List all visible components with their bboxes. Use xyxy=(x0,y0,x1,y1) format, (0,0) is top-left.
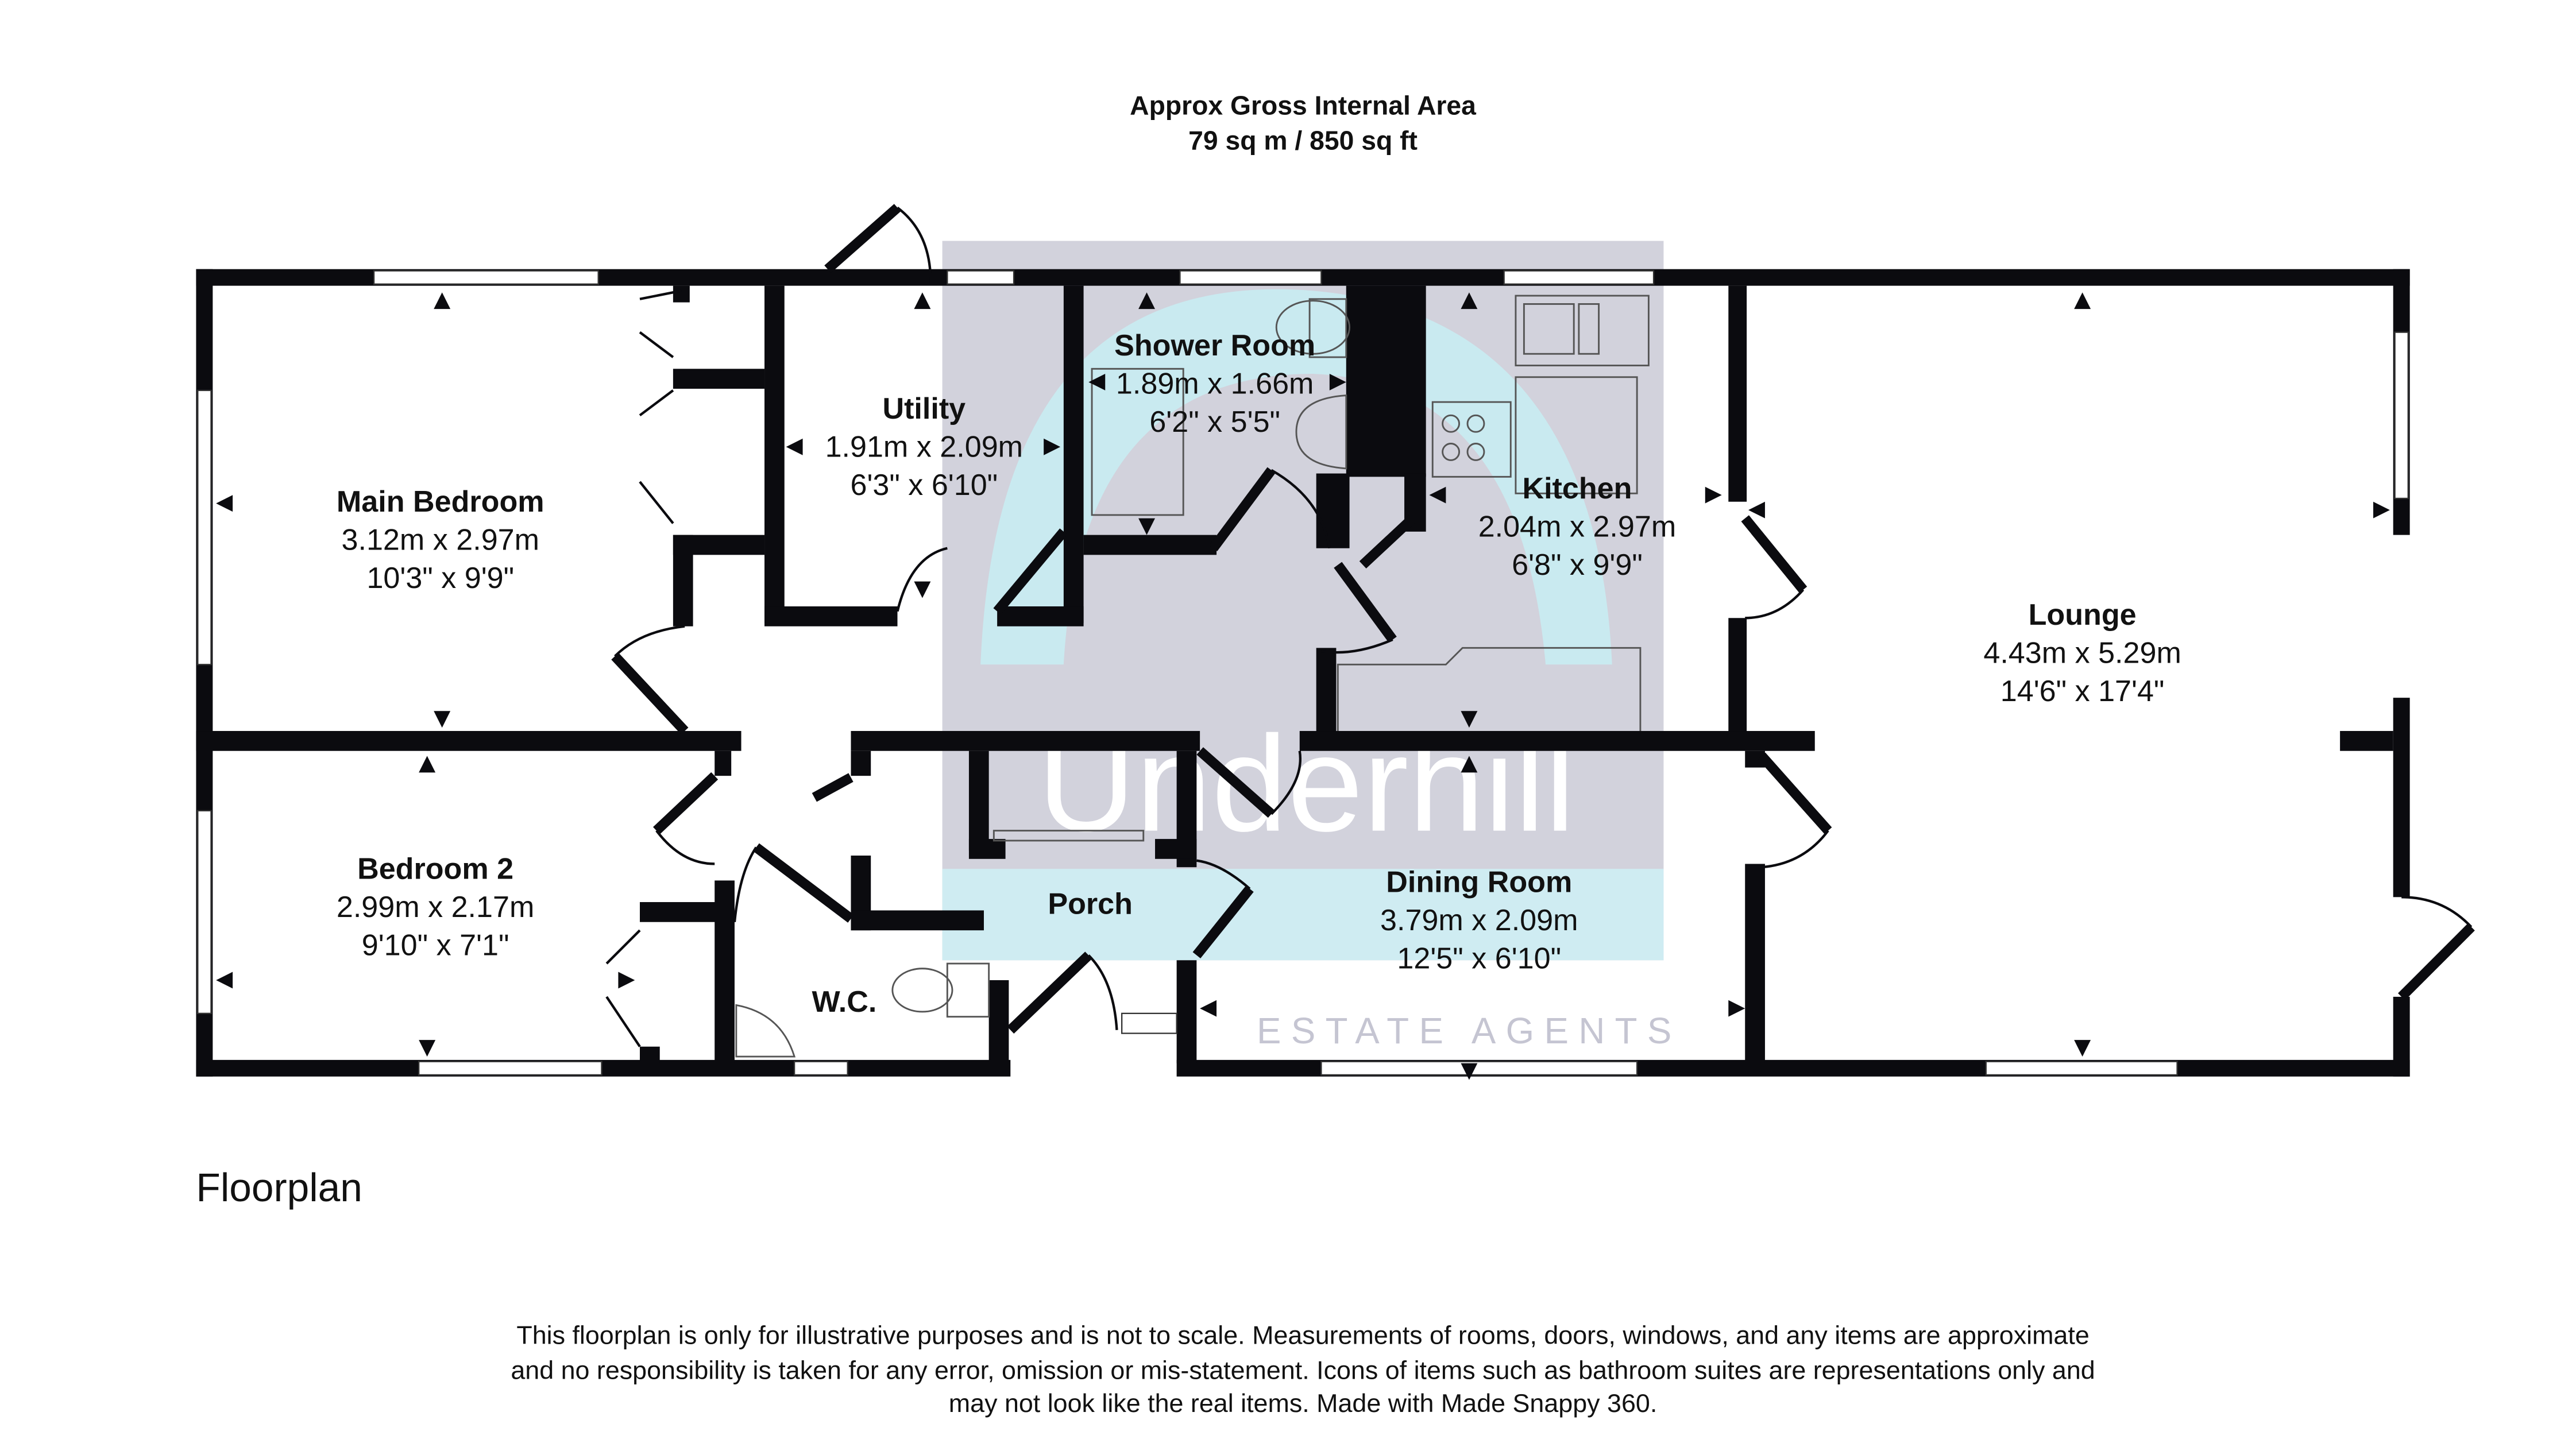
room-shower-room: Shower Room 1.89m x 1.66m 6'2" x 5'5" xyxy=(1114,329,1315,439)
dimension-arrows xyxy=(216,292,2390,1080)
room-porch: Porch xyxy=(1048,887,1133,920)
room-imperial: 9'10" x 7'1" xyxy=(362,929,509,962)
hob-icon xyxy=(1431,401,1512,478)
room-imperial: 6'3" x 6'10" xyxy=(850,469,998,502)
toilet-icon xyxy=(1308,298,1347,358)
doors xyxy=(605,204,2475,1047)
disclaimer: This floorplan is only for illustrative … xyxy=(511,1321,2095,1418)
area-value: 79 sq m / 850 sq ft xyxy=(1188,125,1418,155)
room-utility: Utility 1.91m x 2.09m 6'3" x 6'10" xyxy=(825,392,1023,502)
room-dining-room: Dining Room 3.79m x 2.09m 12'5" x 6'10" xyxy=(1380,866,1578,976)
counter xyxy=(1337,647,1642,732)
room-bedroom-2: Bedroom 2 2.99m x 2.17m 9'10" x 7'1" xyxy=(337,853,534,962)
wc-basin-icon xyxy=(735,1004,796,1058)
room-imperial: 12'5" x 6'10" xyxy=(1397,942,1561,976)
shower-tray xyxy=(1091,367,1184,516)
room-metric: 2.04m x 2.97m xyxy=(1478,510,1676,544)
room-imperial: 10'3" x 9'9" xyxy=(366,562,514,595)
room-metric: 4.43m x 5.29m xyxy=(1983,636,2181,670)
room-name: Utility xyxy=(882,392,965,425)
room-name: Dining Room xyxy=(1386,866,1572,899)
room-metric: 2.99m x 2.17m xyxy=(337,891,534,924)
room-kitchen: Kitchen 2.04m x 2.97m 6'8" x 9'9" xyxy=(1478,472,1676,582)
room-metric: 1.91m x 2.09m xyxy=(825,431,1023,464)
room-lounge: Lounge 4.43m x 5.29m 14'6" x 17'4" xyxy=(1983,598,2181,708)
room-wc: W.C. xyxy=(812,985,877,1019)
room-metric: 1.89m x 1.66m xyxy=(1116,367,1314,401)
room-name: Lounge xyxy=(2029,598,2137,632)
area-title: Approx Gross Internal Area xyxy=(1130,91,1477,121)
room-name: Shower Room xyxy=(1114,329,1315,362)
watermark-brand: Underhill xyxy=(1037,708,1575,860)
wc-toilet-icon xyxy=(891,968,953,1013)
room-name: W.C. xyxy=(812,985,877,1019)
fixtures xyxy=(735,295,1650,1058)
room-imperial: 6'2" x 5'5" xyxy=(1149,405,1280,439)
room-main-bedroom: Main Bedroom 3.12m x 2.97m 10'3" x 9'9" xyxy=(337,485,544,595)
basin-icon xyxy=(1295,394,1347,470)
worktop xyxy=(1515,376,1638,494)
room-name: Main Bedroom xyxy=(337,485,544,519)
disclaimer-line: may not look like the real items. Made w… xyxy=(949,1388,1657,1418)
room-metric: 3.79m x 2.09m xyxy=(1380,904,1578,937)
windows xyxy=(197,270,2409,1076)
room-imperial: 14'6" x 17'4" xyxy=(2000,675,2165,708)
sink-icon xyxy=(1515,295,1650,366)
room-name: Porch xyxy=(1048,887,1133,920)
disclaimer-line: This floorplan is only for illustrative … xyxy=(516,1321,2089,1350)
room-name: Kitchen xyxy=(1522,472,1632,505)
room-metric: 3.12m x 2.97m xyxy=(342,524,539,557)
disclaimer-line: and no responsibility is taken for any e… xyxy=(511,1355,2095,1384)
room-imperial: 6'8" x 9'9" xyxy=(1512,548,1643,582)
watermark-tagline: ESTATE AGENTS xyxy=(1257,1011,1682,1051)
floor-label: Floorplan xyxy=(196,1165,362,1210)
room-name: Bedroom 2 xyxy=(357,853,513,886)
wc-cistern xyxy=(946,962,990,1018)
